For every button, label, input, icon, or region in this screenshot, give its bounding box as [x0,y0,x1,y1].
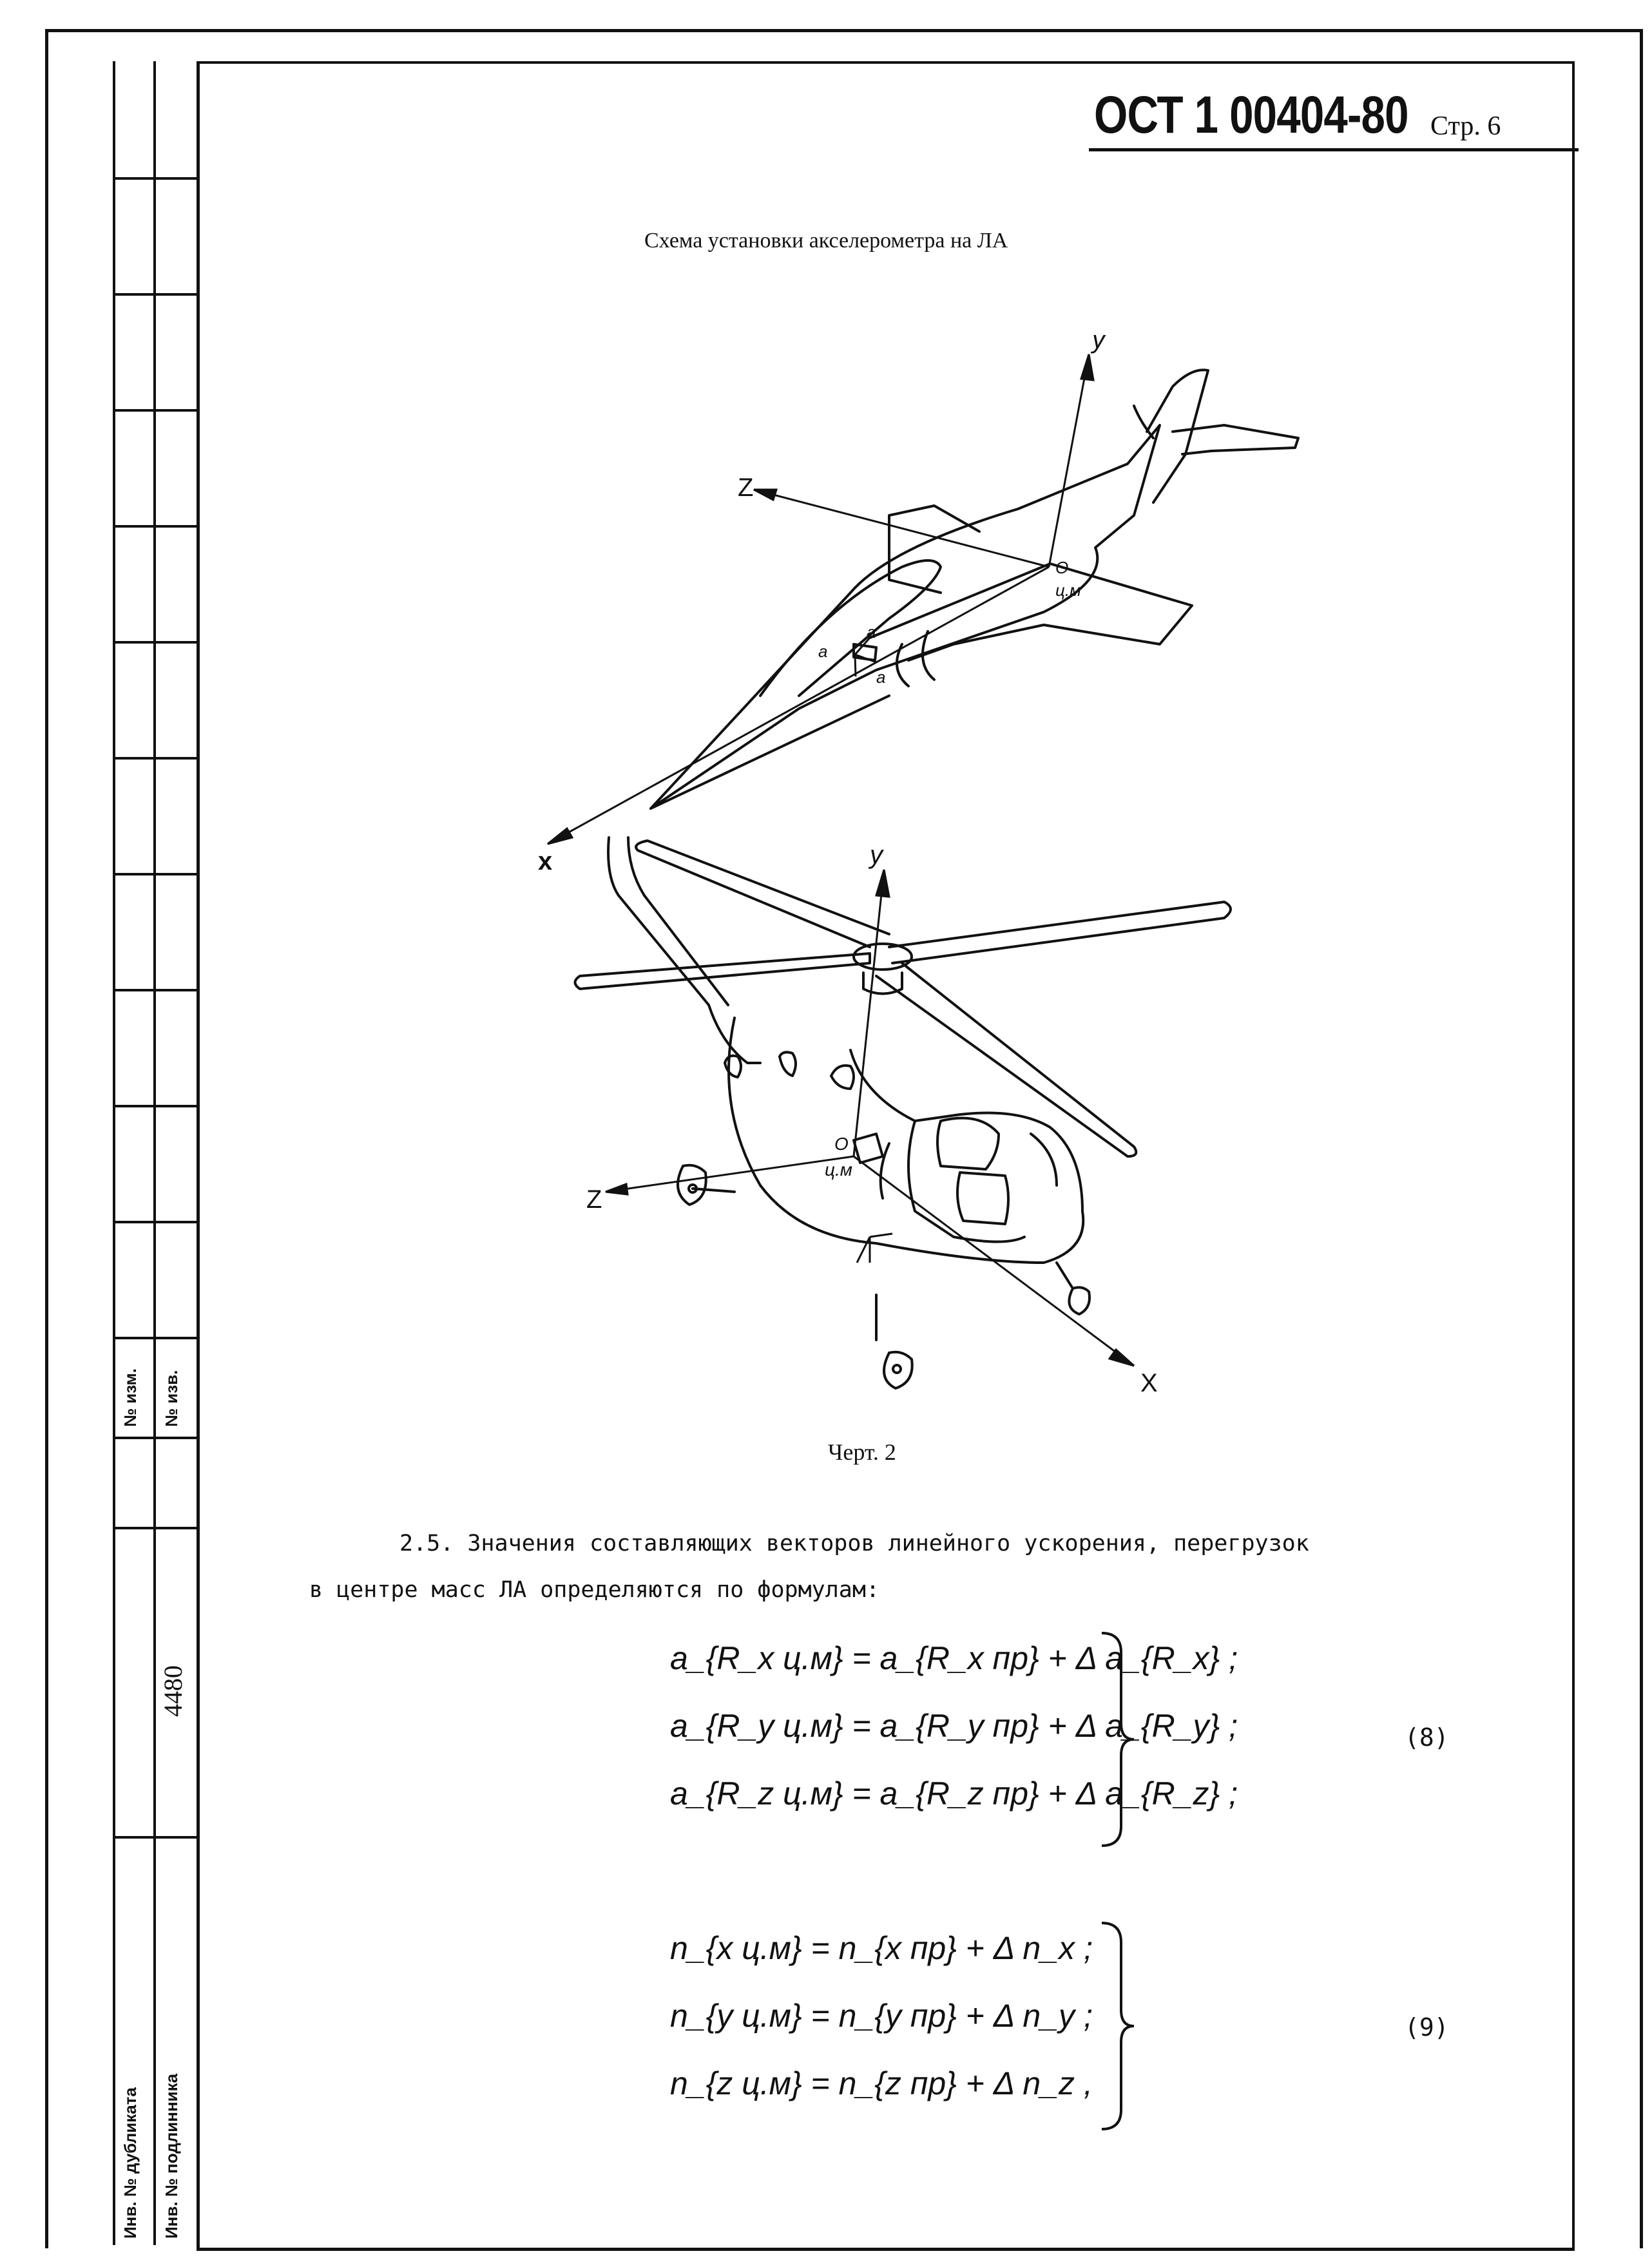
izv-label: № изв. [162,1370,181,1427]
eq-9-number: (9) [1405,2013,1449,2042]
eq-8-row-1: a_{R_x ц.м} = a_{R_x пр} + Δ a_{R_x} ; [670,1640,1238,1676]
helicopter-z-label: Z [586,1185,602,1214]
helicopter-labels: y Z X O ц.м [586,841,1158,1397]
aircraft-ary-label: a [818,642,827,661]
formulas: a_{R_x ц.м} = a_{R_x пр} + Δ a_{R_x} ; a… [670,1627,1572,2168]
izm-label: № изм. [120,1368,140,1427]
content-frame [197,61,1575,2251]
eq-8-row-2: a_{R_y ц.м} = a_{R_y пр} + Δ a_{R_y} ; [670,1708,1238,1744]
paragraph-line-1: 2.5. Значения составляющих векторов лине… [399,1531,1309,1556]
aircraft-y-label: y [1090,335,1107,354]
aircraft-cm-label: ц.м [1055,580,1081,600]
page-label: Стр. 6 [1430,111,1501,141]
helicopter-drawing [573,836,1232,1390]
brace-8 [1101,1632,1135,1847]
aircraft-arz-label: a [867,622,876,642]
eq-8-number: (8) [1405,1723,1449,1752]
helicopter-axes [605,869,1135,1367]
figure-title: Схема установки акселерометра на ЛА [644,229,1008,253]
inv-number: 4480 [158,1665,187,1717]
helicopter-origin-label: O [834,1134,849,1154]
helicopter-cm-label: ц.м [825,1160,852,1180]
aircraft-drawing [649,368,1300,810]
doc-header: ОСТ 1 00404-80 Стр. 6 [1089,84,1579,151]
eq-9-row-1: n_{x ц.м} = n_{x пр} + Δ n_x ; [670,1930,1093,1966]
aircraft-labels: y Z x O ц.м a a a [538,325,1107,875]
aircraft-x-label: x [538,847,552,875]
helicopter-x-label: X [1140,1369,1158,1397]
aircraft-origin-label: O [1055,558,1068,577]
doc-number: ОСТ 1 00404-80 [1094,86,1409,144]
eq-9-row-3: n_{z ц.м} = n_{z пр} + Δ n_z , [670,2065,1093,2101]
page-frame [45,29,1643,2248]
paragraph: 2.5. Значения составляющих векторов лине… [309,1520,1533,1613]
figure-caption: Черт. 2 [828,1439,896,1465]
registration-strip: № изм. № изв. 4480 Инв. № дубликата Инв.… [113,61,197,2245]
inv-duplicate-label: Инв. № дубликата [120,2087,140,2239]
diagram-svg: y Z x O ц.м a a a [538,325,1300,1397]
aircraft-z-label: Z [738,473,753,502]
brace-9 [1101,1922,1135,2130]
eq-8-row-3: a_{R_z ц.м} = a_{R_z пр} + Δ a_{R_z} ; [670,1775,1238,1812]
helicopter-y-label: y [868,841,885,869]
paragraph-line-2: в центре масс ЛА определяются по формула… [309,1577,880,1603]
accelerometer-diagram: y Z x O ц.м a a a [490,325,1327,1398]
aircraft-axes [547,354,1095,845]
inv-original-label: Инв. № подлинника [162,2073,181,2239]
aircraft-arx-label: a [876,667,885,687]
eq-9-row-2: n_{y ц.м} = n_{y пр} + Δ n_y ; [670,1998,1093,2034]
